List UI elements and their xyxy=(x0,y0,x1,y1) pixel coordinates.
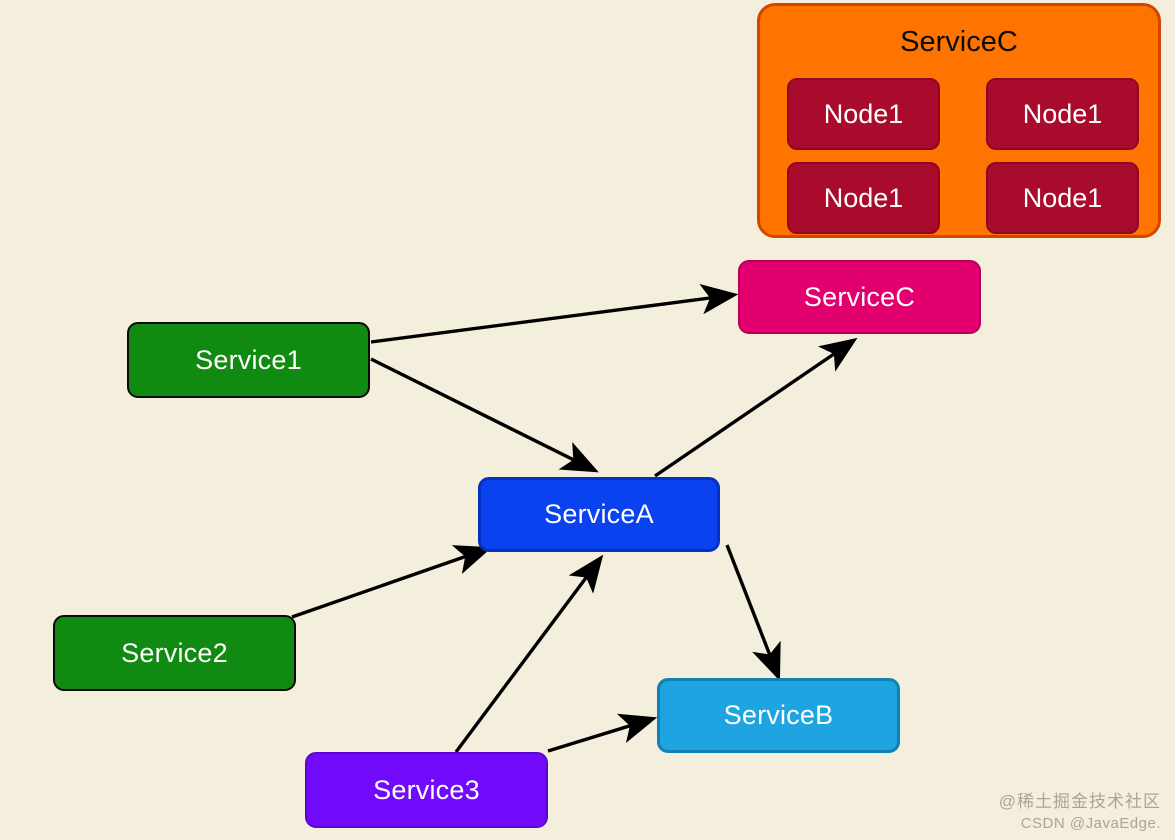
node-service1[interactable]: Service1 xyxy=(127,322,370,398)
edge-service3-to-serviceB xyxy=(547,713,658,753)
cluster-node-2[interactable]: Node1 xyxy=(986,78,1139,150)
node-servicec[interactable]: ServiceC xyxy=(738,260,981,334)
node-serviceb[interactable]: ServiceB xyxy=(657,678,900,753)
cluster-title: ServiceC xyxy=(900,26,1018,58)
edge-serviceA-to-serviceC xyxy=(654,337,858,478)
watermark: @稀土掘金技术社区 CSDN @JavaEdge. xyxy=(999,791,1161,834)
edge-service1-to-serviceA xyxy=(370,357,599,473)
edge-serviceA-to-serviceB xyxy=(725,544,781,682)
cluster-node-1[interactable]: Node1 xyxy=(787,78,940,150)
node-service2[interactable]: Service2 xyxy=(53,615,296,691)
watermark-author: CSDN @JavaEdge. xyxy=(1020,814,1161,832)
cluster-node-3[interactable]: Node1 xyxy=(787,162,940,234)
edge-service2-to-serviceA xyxy=(291,545,493,619)
servicec-cluster[interactable]: ServiceC Node1 Node1 Node1 Node1 xyxy=(757,3,1161,238)
edge-service3-to-serviceA xyxy=(454,554,604,754)
node-servicea[interactable]: ServiceA xyxy=(478,477,720,552)
edge-service1-to-serviceC xyxy=(370,283,739,344)
cluster-node-4[interactable]: Node1 xyxy=(986,162,1139,234)
watermark-community: @稀土掘金技术社区 xyxy=(998,791,1161,811)
node-service3[interactable]: Service3 xyxy=(305,752,548,828)
